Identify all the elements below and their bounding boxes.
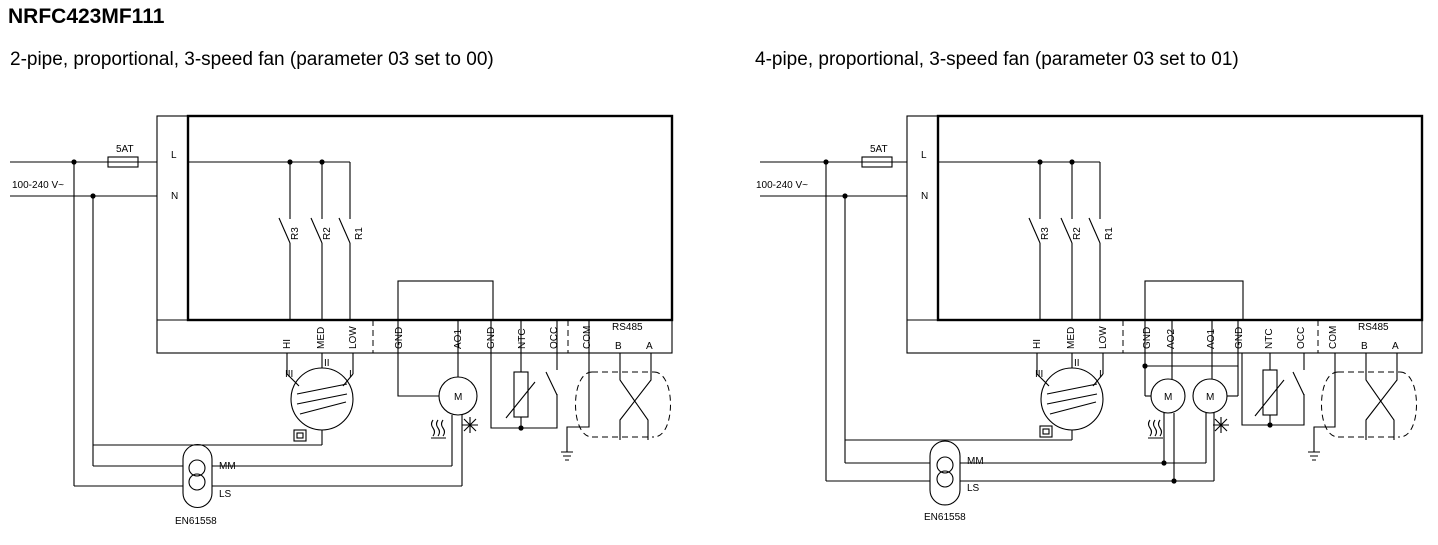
right-wiring-diagram: 5AT 100-240 V~ L N R3 R2 R1 HI MED LOW G… bbox=[756, 114, 1424, 523]
right-supply-label: 100-240 V~ bbox=[756, 180, 808, 191]
left-terminal-GND: GND bbox=[394, 327, 405, 349]
left-fan-thermal-icon bbox=[293, 429, 307, 442]
right-fan-thermal-icon bbox=[1039, 425, 1053, 438]
left-fan-winding bbox=[296, 383, 348, 415]
right-controller-housing bbox=[906, 115, 1423, 354]
right-transformer-LS: LS bbox=[967, 483, 980, 494]
right-relay-R3-label: R3 bbox=[1040, 227, 1051, 240]
left-relay-R1-label: R1 bbox=[354, 227, 365, 240]
right-terminal-GND: GND bbox=[1142, 327, 1153, 349]
right-relay-R1-label: R1 bbox=[1104, 227, 1115, 240]
right-actuator-M-heating: M bbox=[1164, 392, 1172, 403]
left-fuse-label: 5AT bbox=[116, 144, 134, 155]
left-terminal-MED: MED bbox=[316, 327, 327, 349]
left-speed-I: I bbox=[349, 369, 352, 380]
left-terminal-L: L bbox=[171, 150, 177, 161]
right-controller-board bbox=[936, 114, 1424, 322]
left-heating-icon bbox=[430, 419, 446, 439]
right-speed-II: II bbox=[1074, 358, 1080, 369]
left-relay-R3-label: R3 bbox=[290, 227, 301, 240]
right-terminal-GND-2: GND bbox=[1234, 327, 1245, 349]
left-actuator-M: M bbox=[454, 392, 462, 403]
left-rs485-B: B bbox=[615, 341, 622, 352]
right-terminal-HI: HI bbox=[1032, 339, 1043, 349]
left-rs485-twisted-pair bbox=[619, 353, 652, 440]
left-relay-R3-contact bbox=[278, 217, 291, 244]
left-rs485-label: RS485 bbox=[612, 322, 643, 333]
left-fuse bbox=[107, 156, 139, 168]
left-ntc-sensor bbox=[513, 371, 529, 418]
left-controller-housing bbox=[156, 115, 673, 354]
right-relay-R2-contact bbox=[1060, 217, 1073, 244]
page-title: NRFC423MF111 bbox=[8, 5, 165, 28]
right-fan-winding bbox=[1046, 383, 1098, 415]
right-fuse bbox=[861, 156, 893, 168]
left-wiring-diagram: 5AT 100-240 V~ L N R3 R2 R1 HI MED LOW G… bbox=[10, 114, 674, 527]
left-occupancy-contact bbox=[545, 371, 558, 396]
left-standard-label: EN61558 bbox=[175, 516, 217, 527]
left-terminal-COM: COM bbox=[582, 326, 593, 349]
right-cooling-icon bbox=[1213, 417, 1229, 433]
left-ground-icon bbox=[561, 451, 573, 461]
right-terminal-LOW: LOW bbox=[1098, 326, 1109, 349]
left-terminal-HI: HI bbox=[282, 339, 293, 349]
left-speed-II: II bbox=[324, 358, 330, 369]
right-terminal-L: L bbox=[921, 150, 927, 161]
right-terminal-COM: COM bbox=[1328, 326, 1339, 349]
right-rs485-shield bbox=[1321, 371, 1417, 438]
right-board-module bbox=[1144, 280, 1244, 321]
right-relay-R1-contact bbox=[1088, 217, 1101, 244]
left-relay-R2-contact bbox=[310, 217, 323, 244]
right-terminal-OCC: OCC bbox=[1296, 327, 1307, 349]
left-transformer-MM: MM bbox=[219, 461, 236, 472]
left-rs485-shield bbox=[575, 371, 671, 438]
right-rs485-B: B bbox=[1361, 341, 1368, 352]
right-occupancy-contact bbox=[1292, 371, 1305, 396]
right-terminal-N: N bbox=[921, 191, 928, 202]
left-transformer-LS: LS bbox=[219, 489, 232, 500]
right-valve-actuator-heating bbox=[1150, 378, 1186, 414]
left-terminal-OCC: OCC bbox=[549, 327, 560, 349]
left-supply-label: 100-240 V~ bbox=[12, 180, 64, 191]
right-actuator-M-cooling: M bbox=[1206, 392, 1214, 403]
right-terminal-NTC: NTC bbox=[1264, 328, 1275, 349]
left-relay-R1-contact bbox=[338, 217, 351, 244]
right-relay-R2-label: R2 bbox=[1072, 227, 1083, 240]
right-transformer-MM: MM bbox=[967, 456, 984, 467]
right-speed-I: I bbox=[1099, 369, 1102, 380]
right-diagram-subtitle: 4-pipe, proportional, 3-speed fan (param… bbox=[755, 49, 1239, 70]
left-cooling-icon bbox=[462, 417, 478, 433]
left-relay-R2-label: R2 bbox=[322, 227, 333, 240]
right-heating-icon bbox=[1147, 419, 1163, 439]
left-rs485-A: A bbox=[646, 341, 653, 352]
right-rs485-twisted-pair bbox=[1365, 353, 1398, 440]
right-rs485-A: A bbox=[1392, 341, 1399, 352]
left-diagram-subtitle: 2-pipe, proportional, 3-speed fan (param… bbox=[10, 49, 494, 70]
left-controller-board bbox=[186, 114, 674, 322]
right-ground-icon bbox=[1308, 451, 1320, 461]
right-transformer bbox=[929, 440, 961, 506]
left-terminal-NTC: NTC bbox=[517, 328, 528, 349]
right-fuse-label: 5AT bbox=[870, 144, 888, 155]
right-rs485-label: RS485 bbox=[1358, 322, 1389, 333]
right-ntc-sensor bbox=[1262, 369, 1278, 416]
right-standard-label: EN61558 bbox=[924, 512, 966, 523]
left-board-module bbox=[397, 280, 494, 321]
left-terminal-LOW: LOW bbox=[348, 326, 359, 349]
left-terminal-N: N bbox=[171, 191, 178, 202]
right-terminal-MED: MED bbox=[1066, 327, 1077, 349]
left-speed-III: III bbox=[285, 369, 293, 380]
right-relay-R3-contact bbox=[1028, 217, 1041, 244]
right-speed-III: III bbox=[1035, 369, 1043, 380]
left-transformer bbox=[182, 444, 213, 508]
